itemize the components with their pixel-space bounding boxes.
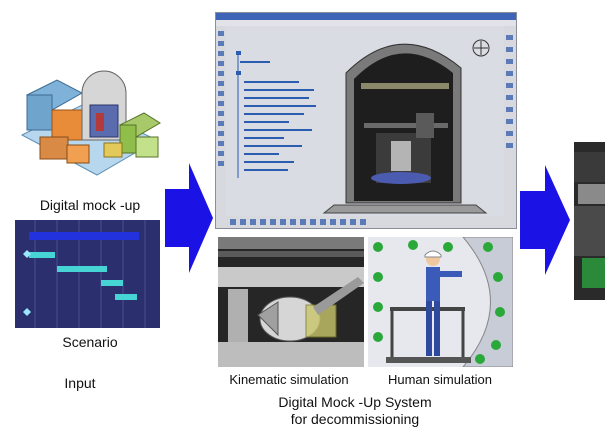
gantt-milestone	[23, 250, 31, 258]
human-simulation-label: Human simulation	[387, 372, 493, 387]
right-arrow-icon	[165, 163, 213, 273]
gantt-bar	[29, 252, 55, 258]
scenario-gantt-chart	[15, 220, 160, 328]
digital-mockup-image	[12, 65, 162, 190]
scenario-label: Scenario	[62, 334, 118, 350]
gantt-bar	[101, 280, 123, 286]
gantt-milestone	[23, 308, 31, 316]
gantt-bar	[115, 294, 137, 300]
system-title-line1: Digital Mock -Up System	[278, 394, 432, 410]
gantt-bar	[57, 266, 107, 272]
digital-mockup-label: Digital mock -up	[39, 197, 141, 213]
kinematic-simulation-image	[218, 237, 364, 367]
right-arrow-icon	[520, 165, 570, 275]
cad-software-screenshot	[215, 12, 517, 229]
system-title-line2: for decommissioning	[290, 411, 420, 427]
human-simulation-image	[368, 237, 513, 367]
input-label: Input	[64, 375, 96, 391]
kinematic-simulation-label: Kinematic simulation	[229, 372, 349, 387]
gantt-bar	[29, 232, 139, 240]
output-image-partial	[574, 142, 605, 300]
